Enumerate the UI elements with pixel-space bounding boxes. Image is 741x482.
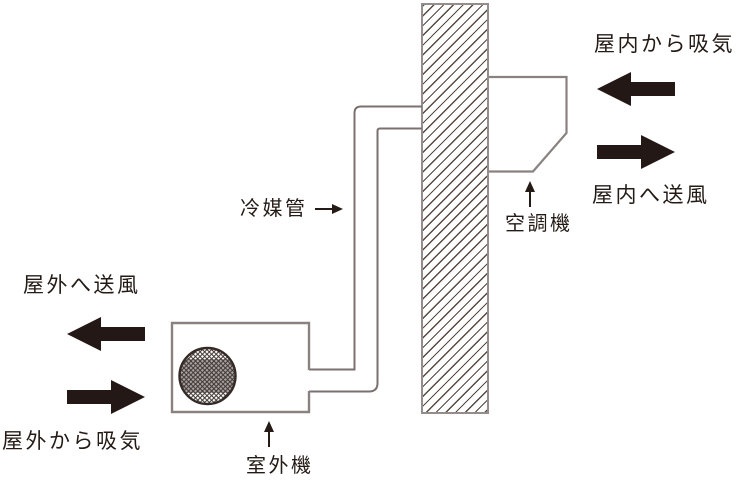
wall: [421, 3, 489, 414]
fan-icon: [178, 346, 237, 406]
outdoor-intake-arrow-icon: [67, 380, 145, 414]
air-conditioner-pointer-icon: [525, 181, 535, 207]
label-indoor-supply: 屋内へ送風: [592, 184, 710, 207]
label-outdoor-unit: 室外機: [246, 455, 314, 477]
indoor-intake-arrow-icon: [597, 72, 675, 106]
refrigerant-pipe-pointer-icon: [315, 204, 343, 214]
outdoor-unit-pointer-icon: [264, 421, 274, 447]
outdoor-supply-arrow-icon: [67, 317, 145, 351]
refrigerant-pipes: [308, 105, 422, 393]
indoor-unit-box: [489, 75, 568, 173]
indoor-supply-arrow-icon: [597, 135, 675, 169]
label-indoor-intake: 屋内から吸気: [594, 33, 735, 56]
label-outdoor-intake: 屋外から吸気: [2, 430, 143, 453]
label-air-conditioner: 空調機: [505, 213, 573, 235]
label-refrigerant-pipe: 冷媒管: [240, 198, 308, 220]
label-outdoor-supply: 屋外へ送風: [23, 274, 141, 297]
